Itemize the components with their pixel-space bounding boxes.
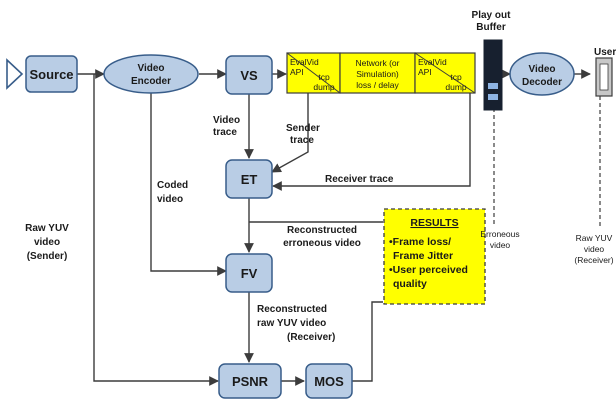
evalvid-sender-tcpdump-2: dump [313,82,335,92]
video-trace-label-2: trace [213,127,237,138]
video-trace-label-1: Video [213,115,240,126]
playout-buffer-slot-1 [488,83,498,89]
reconstructed-raw-label-3: (Receiver) [287,332,335,343]
playout-buffer-frame [483,39,503,111]
evalvid-sender-api-2: API [290,67,304,77]
erroneous-video-label-1: Erroneous [480,229,519,239]
reconstructed-raw-label-1: Reconstructed [257,304,327,315]
source-label: Source [29,67,73,82]
psnr-box[interactable] [218,363,282,399]
dashed-connectors [493,96,601,228]
mos-label: MOS [314,374,344,389]
mos-box[interactable] [305,363,353,399]
results-title: RESULTS [410,217,458,229]
receiver-trace-label: Receiver trace [325,174,394,185]
network-label-3: loss / delay [356,80,399,90]
reconstructed-raw-label-2: raw YUV video [257,318,326,329]
arrow-sender-trace [271,93,309,173]
reconstructed-erroneous-label-1: Reconstructed [287,225,357,236]
user-label: User [594,47,616,58]
raw-yuv-receiver-label-2: video [584,244,605,254]
erroneous-video-label-2: video [490,240,511,250]
user-monitor-icon [595,57,613,97]
coded-video-label-1: Coded [157,180,188,191]
fv-box[interactable] [225,253,273,293]
evalvid-receiver-api-1: EvalVid [418,57,447,67]
source-triangle-icon [6,58,24,90]
arrow-receiver-trace [272,93,471,191]
line-mos-results [352,301,383,382]
arrow-coded-video [150,91,227,276]
psnr-label: PSNR [232,374,269,389]
et-box[interactable] [225,159,273,199]
video-encoder-label-2: Encoder [131,76,171,87]
evalvid-receiver-tcpdump-2: dump [445,82,467,92]
raw-yuv-receiver-label-1: Raw YUV [576,233,613,243]
sender-trace-label-1: Sender [286,123,320,134]
arrow-raw-yuv-sender [93,74,219,386]
playout-buffer-label-1: Play out [472,10,512,21]
playout-buffer-label-2: Buffer [476,22,506,33]
raw-yuv-sender-label-2: video [34,237,60,248]
reconstructed-erroneous-label-2: erroneous video [283,238,361,249]
video-decoder-ellipse[interactable] [509,52,575,96]
network-box[interactable] [339,52,416,94]
vs-box[interactable] [225,55,273,95]
playout-buffer[interactable] [483,39,503,111]
evalvid-receiver-api-2: API [418,67,432,77]
evalvid-receiver-tcpdump-1: tcp [450,72,462,82]
playout-buffer-slot-2 [488,94,498,100]
et-label: ET [241,172,258,187]
results-item-3: •User perceived [389,264,468,276]
evalvid-sender-divider [286,52,341,94]
raw-yuv-receiver-label-3: (Receiver) [574,255,613,265]
results-item-1: •Frame loss/ [389,236,451,248]
connectors [77,69,591,386]
evalvid-sender-api-1: EvalVid [290,57,319,67]
raw-yuv-sender-label-3: (Sender) [27,251,68,262]
video-encoder-ellipse[interactable] [103,54,199,94]
fv-label: FV [241,266,258,281]
video-encoder-label-1: Video [137,63,164,74]
network-label-1: Network (or [356,58,400,68]
raw-yuv-sender-label-1: Raw YUV [25,223,69,234]
evalvid-sender-tcpdump-1: tcp [318,72,330,82]
video-decoder-label-1: Video [528,64,555,75]
evalvid-receiver-divider [414,52,476,94]
vs-label: VS [240,68,258,83]
video-decoder-label-2: Decoder [522,77,562,88]
source-box[interactable] [25,55,78,93]
results-box[interactable] [383,208,486,305]
sender-trace-label-2: trace [290,135,314,146]
coded-video-label-2: video [157,194,183,205]
results-item-2: Frame Jitter [393,250,453,262]
network-label-2: Simulation) [356,69,399,79]
results-item-4: quality [393,278,427,290]
